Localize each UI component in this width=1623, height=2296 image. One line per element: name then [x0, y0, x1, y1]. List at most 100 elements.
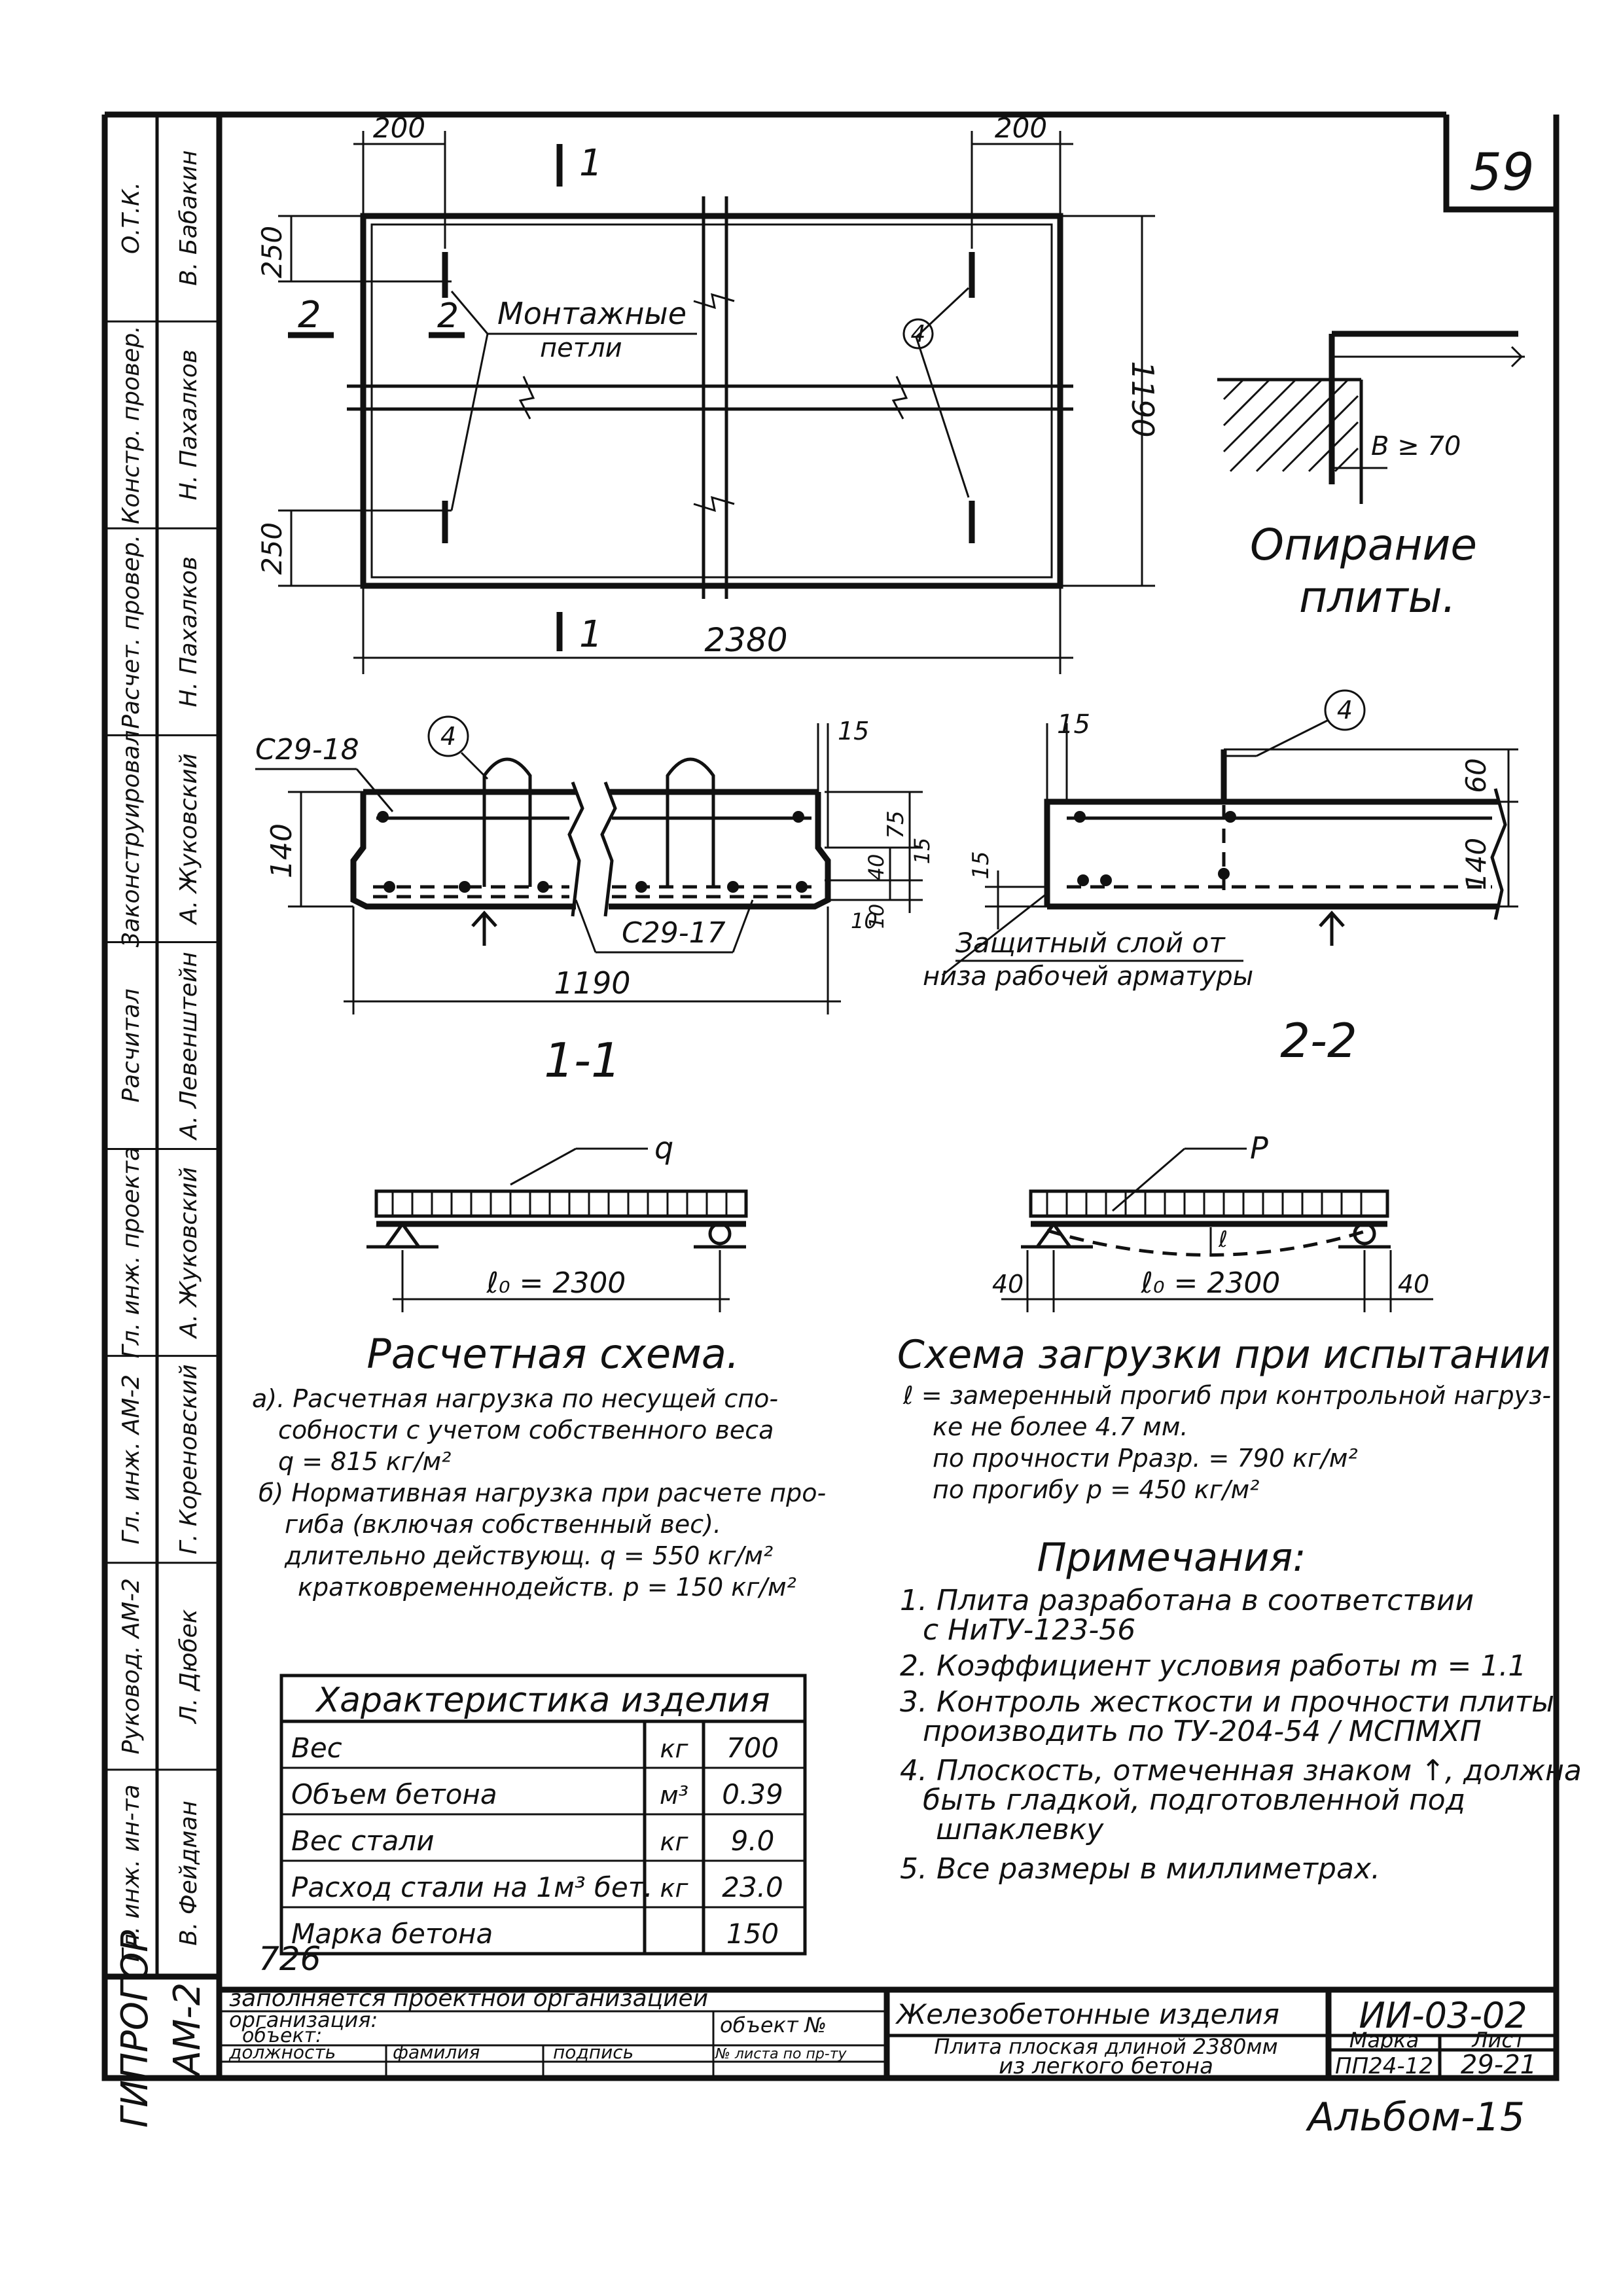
stamp-name: А. Жуковский	[175, 753, 202, 925]
test-note-line: ке не более 4.7 мм.	[933, 1412, 1188, 1441]
stamp-role: Гл. инж. ин-та	[118, 1784, 145, 1962]
calc-scheme: q ℓ₀ = 2300 Расчетная схема. а). Расчетн…	[252, 1130, 826, 1602]
char-value: 23.0	[722, 1871, 783, 1903]
char-name: Объем бетона	[291, 1778, 497, 1810]
tb-mark: ПП24-12	[1335, 2053, 1433, 2079]
note-item: 1. Плита разработана в соответствии	[900, 1584, 1474, 1617]
test-scheme: P ℓ 40 ℓ₀ = 2300 40 Схема загрузки при и…	[897, 1130, 1551, 1504]
section-1-1: С29-18 4 С29-17 140 1190 15 75 40 15 10 …	[255, 715, 935, 1088]
tb-col-name: фамилия	[393, 2041, 480, 2063]
char-name: Марка бетона	[291, 1918, 493, 1950]
calc-note-line: q = 815 кг/м²	[278, 1447, 451, 1476]
stamp-name: Н. Пахалков	[175, 350, 202, 500]
calc-note-line: б) Нормативная нагрузка при расчете про-	[259, 1479, 826, 1507]
sec11-d10b: 10	[851, 908, 878, 933]
char-unit: кг	[660, 1874, 689, 1903]
plan-callout: 4	[911, 321, 926, 348]
calc-span: ℓ₀ = 2300	[486, 1266, 626, 1300]
stamp-role: Расчитал	[118, 988, 145, 1102]
sec22-h60: 60	[1460, 758, 1492, 793]
dim-left-top: 250	[256, 226, 288, 278]
org-stamp-line1: ГИПРОГОР	[114, 1930, 156, 2128]
char-value: 9.0	[731, 1825, 775, 1857]
note-item: шпаклевку	[936, 1813, 1104, 1846]
stamp-role: Расчет. провер.	[118, 535, 145, 729]
stamp-role: Гл. инж. АМ-2	[118, 1374, 145, 1545]
title-block: 726 заполняется проектной организацией о…	[219, 1940, 1556, 2080]
rebar-c29-17: С29-17	[622, 916, 726, 950]
note-item: с НиТУ-123-56	[923, 1613, 1135, 1647]
calc-load: q	[654, 1130, 673, 1166]
dim-left-bottom: 250	[256, 522, 288, 575]
test-note-line: по прогибу p = 450 кг/м²	[933, 1475, 1259, 1504]
sec11-d15b: 15	[910, 838, 935, 865]
sec22-note-2: низа рабочей арматуры	[923, 961, 1253, 992]
tb-fill-note: заполняется проектной организацией	[229, 1985, 708, 2012]
tb-org: организация:	[229, 2007, 378, 2032]
sheet-number: 59	[1469, 143, 1534, 202]
stamp-name: А. Жуковский	[175, 1167, 202, 1339]
calc-note-line: а). Расчетная нагрузка по несущей спо-	[252, 1384, 778, 1413]
test-notes: ℓ = замеренный прогиб при контрольной на…	[902, 1381, 1551, 1504]
sec11-height: 140	[265, 823, 298, 878]
calc-notes: а). Расчетная нагрузка по несущей спо-со…	[252, 1384, 826, 1602]
characteristics-title: Характеристика изделия	[314, 1681, 770, 1720]
char-value: 0.39	[722, 1778, 783, 1810]
stamp-name: Г. Кореновский	[175, 1364, 202, 1554]
section-2-left: 2	[298, 294, 321, 336]
sheet-number-box: 59	[1443, 115, 1556, 213]
sec22-callout: 4	[1337, 696, 1353, 725]
support-detail: В ≥ 70 Опирание плиты.	[1217, 331, 1525, 622]
sec11-callout: 4	[440, 722, 456, 751]
calc-note-line: гиба (включая собственный вес).	[285, 1510, 721, 1539]
sheet-frame	[101, 111, 1560, 2081]
stamp-name: А. Левенштейн	[175, 952, 202, 1141]
sec22-note-1: Защитный слой от	[955, 927, 1226, 959]
test-span: ℓ₀ = 2300	[1141, 1266, 1281, 1300]
test-deflection: ℓ	[1218, 1227, 1228, 1253]
loops-label-1: Монтажные	[497, 296, 687, 331]
support-title-1: Опирание	[1250, 520, 1477, 570]
support-title-2: плиты.	[1299, 572, 1456, 622]
stamp-role: Гл. инж. проекта	[118, 1147, 145, 1359]
album-number: Альбом-15	[1305, 2094, 1525, 2140]
note-item: 5. Все размеры в миллиметрах.	[900, 1852, 1380, 1886]
test-d40b: 40	[1398, 1270, 1429, 1299]
char-unit: кг	[660, 1734, 689, 1763]
section-1-bottom: 1	[579, 613, 603, 656]
sec11-d75: 75	[883, 810, 909, 838]
calc-title: Расчетная схема.	[366, 1330, 739, 1378]
tb-description-1: Плита плоская длиной 2380мм	[934, 2034, 1277, 2059]
char-unit: м³	[660, 1781, 688, 1810]
tb-object: объект:	[242, 2024, 322, 2047]
char-value: 700	[726, 1732, 779, 1764]
note-item: быть гладкой, подготовленной под	[923, 1784, 1465, 1817]
tb-mark-label: Марка	[1349, 2028, 1419, 2053]
stamp-role: Руковод. АМ-2	[118, 1578, 145, 1754]
test-load: P	[1250, 1130, 1268, 1166]
sec22-d15b: 15	[968, 851, 994, 879]
sec11-title: 1-1	[544, 1033, 621, 1088]
rebar-c29-18: С29-18	[255, 733, 359, 766]
tb-series: ИИ-03-02	[1359, 1995, 1527, 2036]
test-note-line: по прочности Pразр. = 790 кг/м²	[933, 1444, 1358, 1473]
org-stamp-line2: АМ-2	[166, 1982, 209, 2077]
stamp-role: О.Т.К.	[118, 182, 145, 254]
notes: Примечания: 1. Плита разработана в соотв…	[900, 1535, 1582, 1886]
support-dim: В ≥ 70	[1371, 431, 1461, 461]
stamp-name: В. Фейдман	[175, 1801, 202, 1946]
note-item: 2. Коэффициент условия работы m = 1.1	[900, 1649, 1526, 1683]
callout-circle	[902, 318, 934, 350]
tb-col-position: должность	[228, 2041, 336, 2063]
calc-note-line: длительно действующ. q = 550 кг/м²	[284, 1541, 773, 1570]
calc-note-line: собности с учетом собственного веса	[278, 1416, 774, 1444]
char-value: 150	[726, 1918, 779, 1950]
org-stamp: ГИПРОГОР АМ-2	[114, 1930, 209, 2128]
sec22-title: 2-2	[1280, 1013, 1357, 1068]
tb-object-no: объект №	[720, 2013, 827, 2037]
section-1-top: 1	[579, 142, 603, 185]
test-d40a: 40	[992, 1270, 1024, 1299]
